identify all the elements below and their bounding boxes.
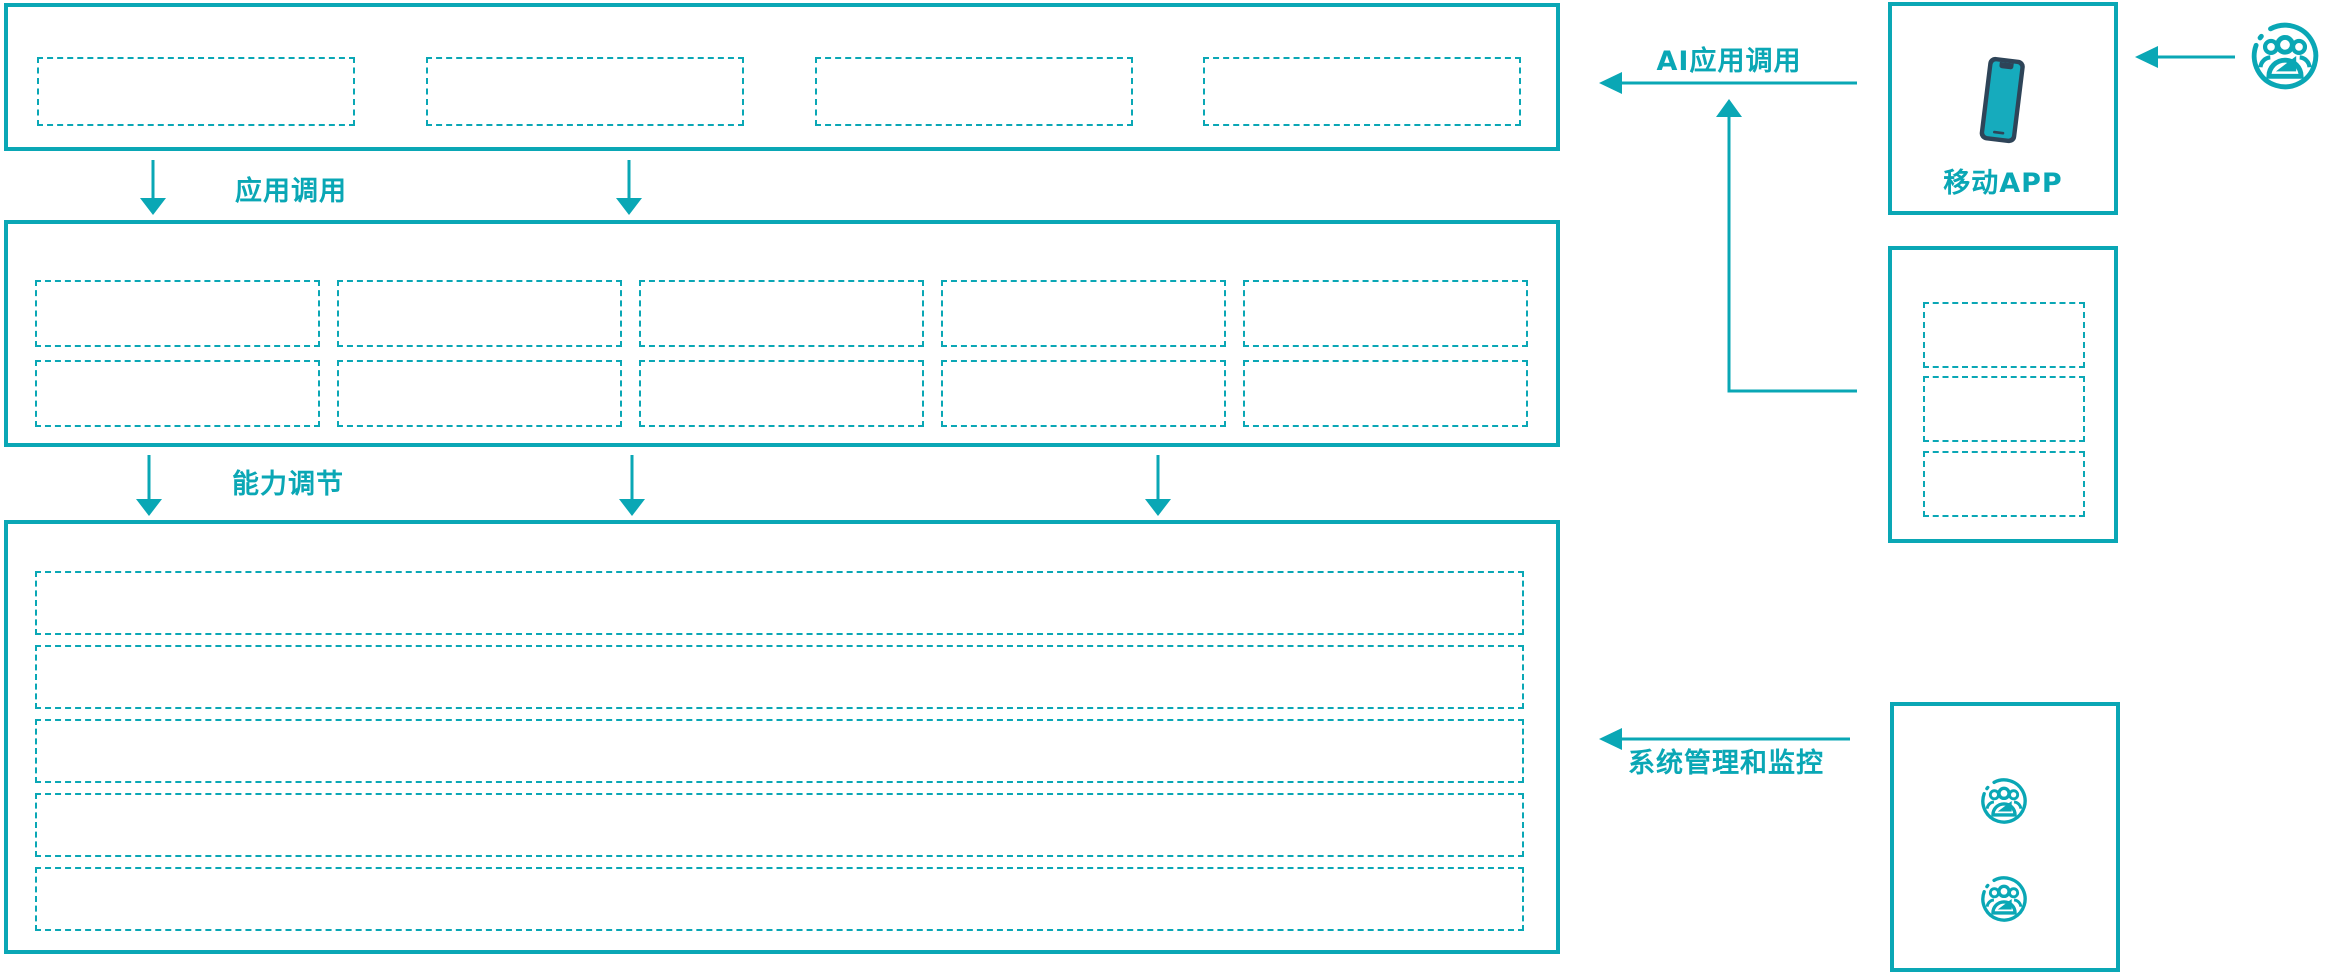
middle-panel-placeholder-4 bbox=[941, 280, 1226, 347]
app-call-label: 应用调用 bbox=[235, 176, 347, 207]
right-bottom-panel bbox=[1890, 702, 2120, 972]
bottom-panel-placeholder-5 bbox=[35, 867, 1524, 931]
bottom-panel-placeholder-2 bbox=[35, 645, 1524, 709]
middle-panel-placeholder-6 bbox=[35, 360, 320, 427]
middle-panel-placeholder-9 bbox=[941, 360, 1226, 427]
capability-arrow-3 bbox=[1145, 455, 1171, 516]
bottom-platform-panel bbox=[4, 520, 1560, 954]
app-call-arrow-1 bbox=[140, 160, 166, 215]
right-middle-panel-placeholder-2 bbox=[1923, 376, 2085, 442]
system-management-arrow bbox=[1599, 728, 1850, 750]
middle-capability-panel bbox=[4, 220, 1560, 447]
ai-app-call-label: AI应用调用 bbox=[1656, 46, 1802, 77]
top-panel-placeholder-1 bbox=[37, 57, 355, 126]
system-management-label: 系统管理和监控 bbox=[1628, 748, 1824, 779]
middle-panel-placeholder-1 bbox=[35, 280, 320, 347]
user-group-icon bbox=[2243, 14, 2326, 97]
bottom-panel-placeholder-1 bbox=[35, 571, 1524, 635]
middle-panel-placeholder-2 bbox=[337, 280, 622, 347]
right-middle-panel-placeholder-3 bbox=[1923, 451, 2085, 517]
top-application-panel bbox=[4, 3, 1560, 151]
right-middle-panel-placeholder-1 bbox=[1923, 302, 2085, 368]
bottom-panel-placeholder-4 bbox=[35, 793, 1524, 857]
capability-adjust-label: 能力调节 bbox=[232, 469, 344, 500]
top-panel-placeholder-3 bbox=[815, 57, 1133, 126]
app-call-arrow-2 bbox=[616, 160, 642, 215]
right-middle-panel bbox=[1888, 246, 2118, 543]
capability-arrow-2 bbox=[619, 455, 645, 516]
user-to-mobile-arrow bbox=[2135, 46, 2235, 68]
middle-panel-placeholder-8 bbox=[639, 360, 924, 427]
top-panel-placeholder-2 bbox=[426, 57, 744, 126]
middle-panel-placeholder-5 bbox=[1243, 280, 1528, 347]
middle-panel-placeholder-7 bbox=[337, 360, 622, 427]
mobile-app-panel bbox=[1888, 2, 2118, 215]
bottom-panel-placeholder-3 bbox=[35, 719, 1524, 783]
mobile-to-ai-connector bbox=[1716, 99, 1857, 393]
middle-panel-placeholder-3 bbox=[639, 280, 924, 347]
capability-arrow-1 bbox=[136, 455, 162, 516]
middle-panel-placeholder-10 bbox=[1243, 360, 1528, 427]
mobile-app-label: 移动APP bbox=[1943, 168, 2063, 199]
top-panel-placeholder-4 bbox=[1203, 57, 1521, 126]
